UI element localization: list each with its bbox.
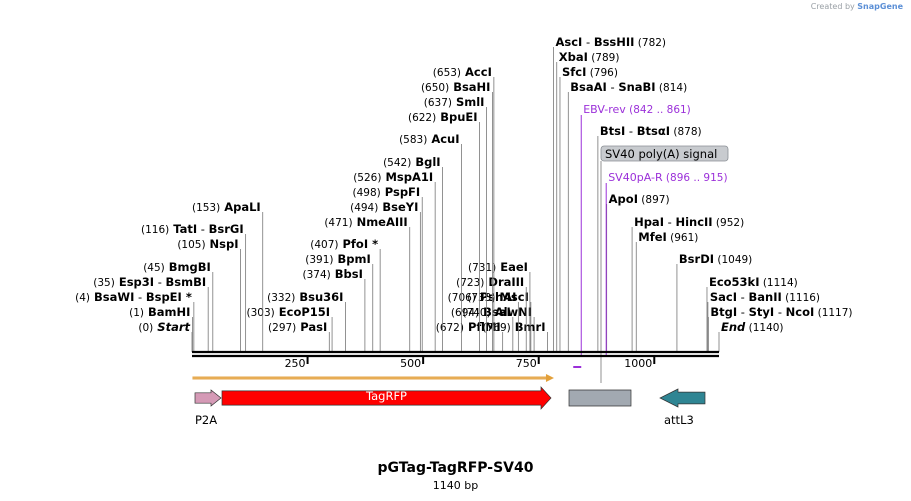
site-label: BtgI - StyI - NcoI (1117) (710, 305, 852, 319)
site-label: (303) EcoP15I (247, 305, 331, 319)
site-label: (1) BamHI (129, 305, 190, 319)
site-label: BtsI - BtsαI (878) (600, 124, 702, 138)
site-label: (374) BbsI (303, 267, 363, 281)
feature-p2a: P2A (194, 389, 222, 427)
site-label: (332) Bsu36I (267, 290, 343, 304)
ruler-label: 1000 (624, 357, 652, 370)
site-label: Eco53kI (1114) (709, 275, 798, 289)
site-label: (740) AlwNI (462, 305, 532, 319)
primer-label: SV40pA-R (896 .. 915) (608, 171, 727, 184)
site-label: XbaI (789) (559, 50, 620, 64)
site-label: (0) Start (138, 320, 190, 334)
site-label: BsrDI (1049) (679, 252, 752, 266)
feature-attl3: attL3 (659, 388, 706, 427)
site-label: (733) MscI (467, 290, 529, 304)
site-label: (694) BsaI (451, 305, 511, 319)
site-label: SfcI (796) (562, 65, 618, 79)
site-label: (622) BpuEI (408, 110, 478, 124)
site-label: (105) NspI (177, 237, 238, 251)
primer-label: EBV-rev (842 .. 861) (583, 103, 691, 116)
svg-text:SV40 poly(A) signal: SV40 poly(A) signal (605, 147, 717, 161)
site-label: (471) NmeAIII (324, 215, 407, 229)
plasmid-length: 1140 bp (432, 479, 479, 492)
site-label: (769) BmrI (483, 320, 546, 334)
site-label: (494) BseYI (350, 200, 418, 214)
site-label: (526) MspA1I (353, 170, 433, 184)
credit-text: Created by SnapGene (811, 2, 903, 11)
feature-label: attL3 (664, 413, 694, 427)
site-label: (542) BglI (383, 155, 440, 169)
site-label: (35) Esp3I - BsmBI (93, 275, 206, 289)
site-label: (116) TatI - BsrGI (141, 222, 244, 236)
site-label: AscI - BssHII (782) (556, 35, 667, 49)
feature-label: TagRFP (365, 389, 407, 403)
site-label: HpaI - HincII (952) (634, 215, 744, 229)
ruler-label: 500 (400, 357, 421, 370)
site-label: (723) DraIII (456, 275, 524, 289)
site-label: (706) PshAI (448, 290, 517, 304)
feature-sv40-region (568, 389, 632, 407)
ruler-label: 250 (285, 357, 306, 370)
plasmid-title: pGTag-TagRFP-SV40 (377, 460, 534, 476)
site-label: (672) PflMI (436, 320, 501, 334)
site-label: (653) AccI (433, 65, 492, 79)
site-label: (45) BmgBI (143, 260, 211, 274)
site-label: ApoI (897) (609, 192, 670, 206)
site-label: (731) EaeI (468, 260, 528, 274)
site-label: (650) BsaHI (421, 80, 491, 94)
site-label: (498) PspFI (353, 185, 421, 199)
site-label: (391) BpmI (305, 252, 371, 266)
site-label: SacI - BanII (1116) (710, 290, 820, 304)
ruler-label: 750 (516, 357, 537, 370)
site-label: (407) PfoI * (310, 237, 378, 251)
sv40-signal-label: SV40 poly(A) signal (600, 145, 729, 162)
site-label: (583) AcuI (399, 132, 459, 146)
credit-prefix: Created by (810, 2, 855, 11)
feature-label: P2A (195, 413, 217, 427)
site-label: (4) BsaWI - BspEI * (75, 290, 192, 304)
site-label: (637) SmlI (424, 95, 485, 109)
site-label: MfeI (961) (638, 230, 698, 244)
site-label: End (1140) (721, 320, 784, 334)
feature-tagrfp: TagRFP (221, 386, 552, 410)
snapgene-logo: SnapGene (857, 2, 903, 11)
site-label: (297) PasI (268, 320, 327, 334)
site-label: BsaAI - SnaBI (814) (570, 80, 687, 94)
site-label: (153) ApaLI (192, 200, 261, 214)
orf-arrow (192, 374, 554, 382)
